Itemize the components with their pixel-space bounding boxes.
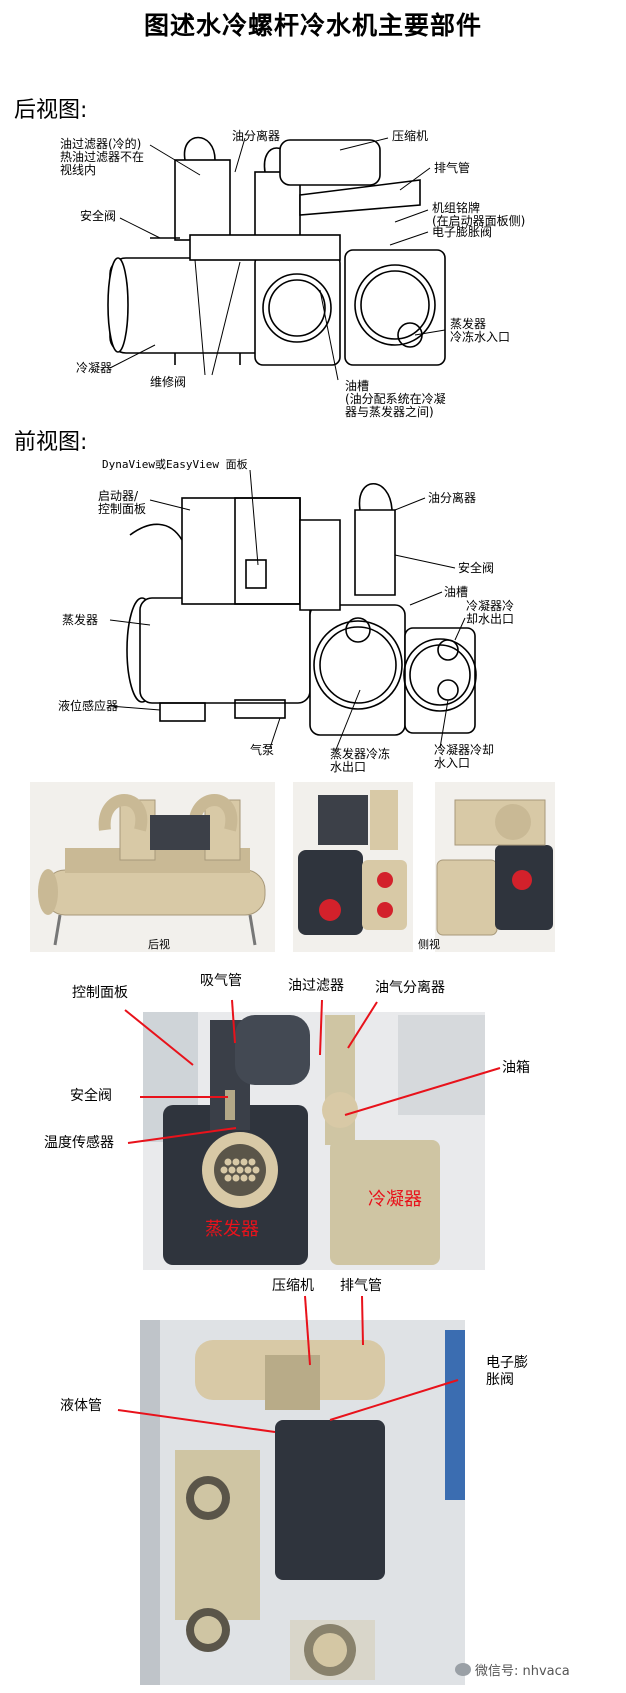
front-view-drawing (109, 469, 477, 753)
front-label-safety-valve: 安全阀 (458, 561, 495, 575)
rear-label-safety-valve: 安全阀 (80, 209, 117, 223)
rear-label-discharge-pipe: 排气管 (434, 161, 471, 175)
rear-label-evaporator-inlet: 蒸发器 冷冻水入口 (450, 317, 511, 344)
wechat-icon (455, 1663, 471, 1676)
front-view-heading: 前视图: (14, 430, 88, 455)
rear-label-service-valve: 维修阀 (150, 375, 187, 389)
rear-label-oil-sump: 油槽 (油分配系统在冷凝 器与蒸发器之间) (345, 379, 446, 419)
front-label-oil-sump: 油槽 (444, 585, 469, 599)
photo-caption-side: 侧视 (418, 938, 440, 951)
photo2-label-liquid-pipe: 液体管 (60, 1398, 102, 1414)
photo1-label-oil-filter: 油过滤器 (288, 978, 344, 994)
rear-view-drawing (107, 136, 446, 381)
rear-label-oil-filter: 油过滤器(冷的) 热油过滤器不在 视线内 (60, 137, 145, 177)
photo-1 (124, 999, 501, 1270)
front-label-evap-outlet: 蒸发器冷冻 水出口 (330, 747, 391, 774)
front-label-pump: 气泵 (250, 743, 275, 757)
watermark-text: 微信号: nhvaca (475, 1664, 570, 1679)
rear-label-compressor: 压缩机 (392, 129, 429, 143)
rear-view-heading: 后视图: (14, 98, 88, 123)
photo1-label-condenser: 冷凝器 (368, 1189, 422, 1210)
photo1-label-control-panel: 控制面板 (72, 985, 128, 1001)
photo2-label-discharge-pipe: 排气管 (340, 1278, 382, 1294)
photo1-label-suction-pipe: 吸气管 (200, 973, 242, 989)
photo1-label-evaporator: 蒸发器 (205, 1219, 259, 1240)
front-label-panel: DynaView或EasyView 面板 (102, 458, 248, 471)
photo-2 (117, 1295, 465, 1685)
front-label-oil-separator: 油分离器 (428, 491, 477, 505)
photo1-label-safety-valve: 安全阀 (70, 1088, 112, 1104)
front-label-starter: 启动器/ 控制面板 (98, 489, 147, 516)
photo-row (30, 782, 555, 952)
front-label-evaporator: 蒸发器 (62, 613, 99, 627)
watermark: 微信号: nhvaca (455, 1660, 570, 1679)
front-label-level-sensor: 液位感应器 (58, 699, 119, 713)
rear-label-exv: 电子膨胀阀 (432, 225, 493, 239)
photo-caption-rear: 后视 (148, 938, 170, 951)
photo1-label-oil-gas-separator: 油气分离器 (375, 980, 445, 996)
rear-label-nameplate: 机组铭牌 (在启动器面板侧) (432, 201, 526, 228)
photo2-label-exv: 电子膨 胀阀 (486, 1355, 528, 1388)
front-label-cond-outlet: 冷凝器冷 却水出口 (466, 599, 515, 626)
page-title: 图述水冷螺杆冷水机主要部件 (143, 11, 482, 40)
photo2-label-compressor: 压缩机 (272, 1278, 314, 1294)
photo1-label-oil-tank: 油箱 (502, 1060, 530, 1076)
front-label-cond-inlet: 冷凝器冷却 水入口 (434, 743, 495, 770)
photo1-label-temp-sensor: 温度传感器 (44, 1135, 114, 1151)
rear-label-condenser: 冷凝器 (76, 361, 113, 375)
rear-label-oil-separator: 油分离器 (232, 129, 281, 143)
